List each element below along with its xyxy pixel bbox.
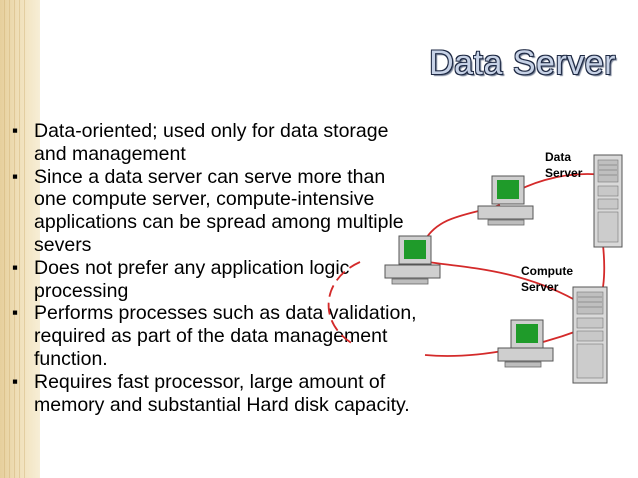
bullet-marker-icon: ▪	[12, 257, 19, 277]
link-left-to-compute	[427, 261, 576, 301]
bullet-text: Since a data server can serve more than …	[34, 165, 404, 256]
link-data-to-compute	[599, 244, 606, 301]
bullet-item: ▪ Does not prefer any application logic p…	[10, 257, 420, 303]
decorative-side-bar	[0, 0, 40, 478]
bullet-marker-icon: ▪	[12, 166, 19, 186]
workstation-bottom-icon	[497, 319, 554, 368]
compute-server-label-line1: Compute	[521, 264, 573, 278]
data-server-label-line2: Server	[545, 166, 583, 180]
bullet-item: ▪ Data-oriented; used only for data stora…	[10, 120, 420, 166]
workstation-top-icon	[477, 175, 534, 226]
link-top-to-left	[424, 204, 501, 241]
bullet-marker-icon: ▪	[12, 121, 19, 140]
bullet-marker-icon: ▪	[12, 303, 19, 323]
bullet-item: ▪ Performs processes such as data validat…	[10, 302, 420, 370]
compute-server-label-line2: Server	[521, 280, 559, 294]
link-top-to-data-server	[499, 173, 606, 201]
data-server-icon	[593, 154, 623, 248]
bullet-list: ▪ Data-oriented; used only for data stora…	[10, 120, 420, 416]
side-bar-texture	[4, 0, 26, 478]
bullet-text: Data-oriented; used only for data storag…	[34, 120, 389, 165]
bullet-text: Performs processes such as data validati…	[34, 302, 417, 370]
bullet-marker-icon: ▪	[12, 371, 19, 391]
slide-title: Data Server	[429, 44, 616, 82]
bullet-text: Requires fast processor, large amount of…	[34, 370, 410, 416]
bullet-item: ▪ Requires fast processor, large amount o…	[10, 371, 420, 417]
link-bottom-to-compute	[424, 329, 581, 357]
bullet-item: ▪ Since a data server can serve more than…	[10, 166, 420, 257]
data-server-label-line1: Data	[545, 150, 571, 164]
compute-server-icon	[572, 286, 608, 384]
bullet-text: Does not prefer any application logic pr…	[34, 256, 350, 302]
